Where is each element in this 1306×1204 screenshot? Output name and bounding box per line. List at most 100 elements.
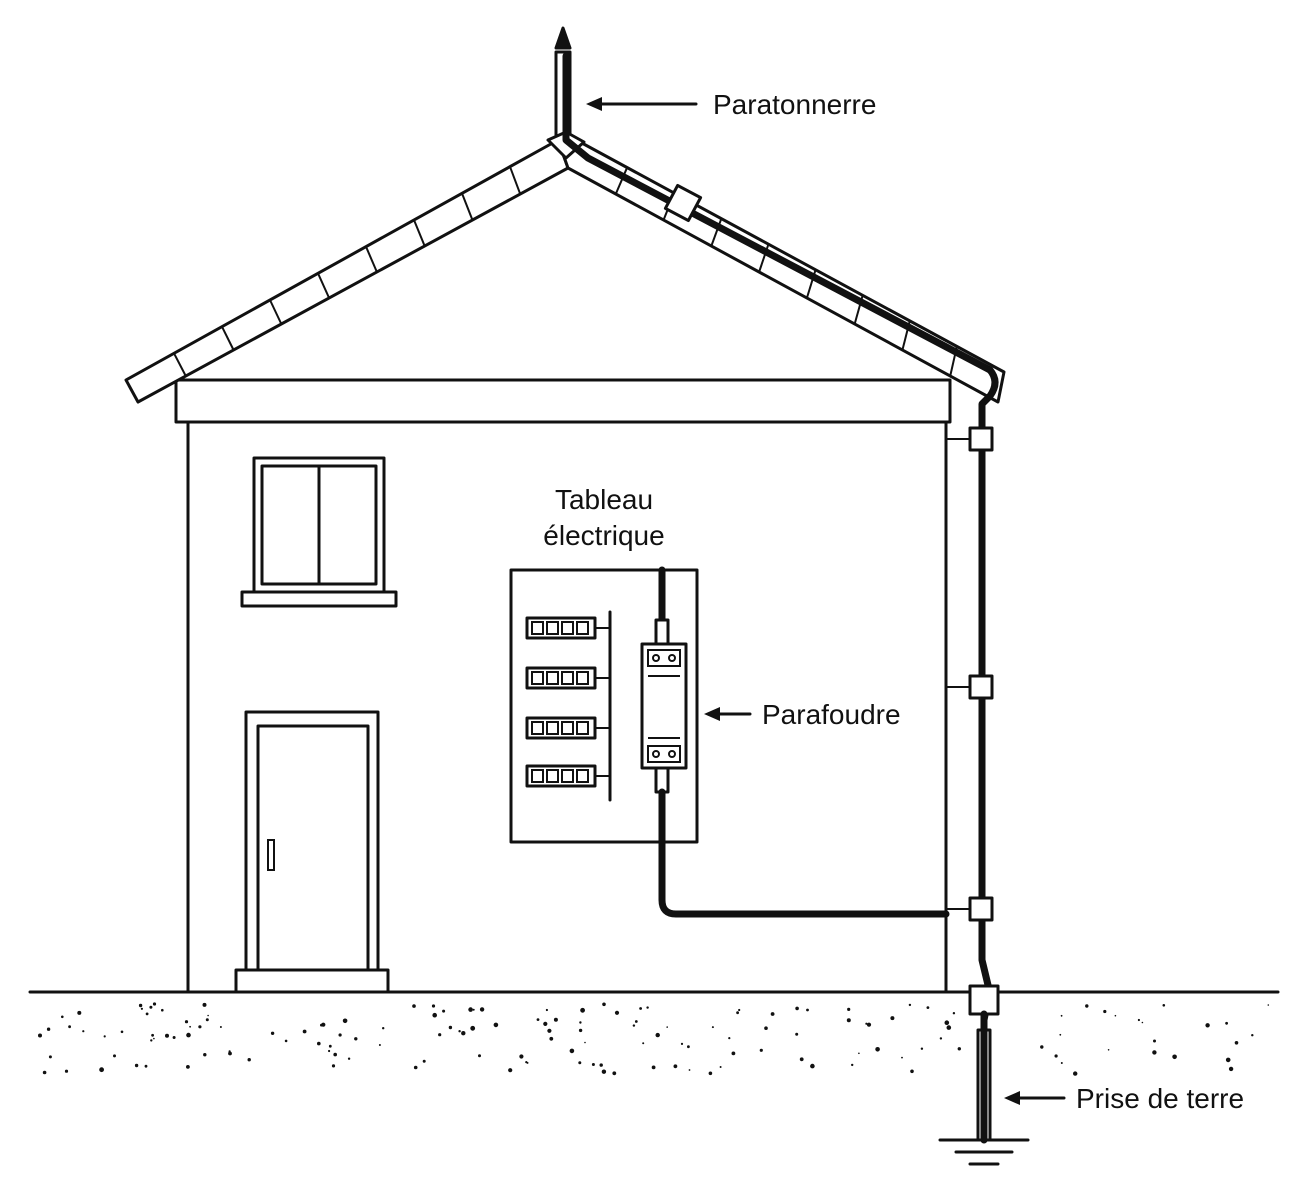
soil-speck <box>1251 1034 1254 1037</box>
soil-speck <box>331 1064 336 1068</box>
door-step <box>234 968 390 994</box>
breaker-switch <box>561 721 574 735</box>
soil-speck <box>851 1063 854 1067</box>
soil-speck <box>632 1024 636 1027</box>
breaker-switch <box>576 671 589 685</box>
soil-speck <box>687 1045 690 1049</box>
soil-speck <box>203 1053 207 1057</box>
soil-speck <box>579 1021 582 1024</box>
soil-speck <box>151 1033 155 1037</box>
ground <box>28 990 1280 1076</box>
conductor-clamp-3 <box>968 896 994 922</box>
soil-speck <box>144 1064 148 1068</box>
breaker-switch <box>546 769 559 783</box>
soil-speck <box>795 1006 799 1011</box>
roof-conductor-clamp <box>663 183 703 223</box>
soil-speck <box>719 1066 722 1068</box>
soil-speck <box>113 1054 116 1058</box>
soil-speck <box>946 1025 952 1030</box>
soil-speck <box>688 1069 691 1071</box>
soil-speck <box>153 1037 155 1040</box>
roof-tile-joint <box>365 246 378 273</box>
soil-speck <box>642 1042 645 1045</box>
soil-speck <box>944 1020 950 1025</box>
soil-speck <box>1114 1014 1117 1017</box>
soil-speck <box>302 1029 307 1034</box>
soil-speck <box>547 1028 552 1033</box>
label-tableau: Tableau électrique <box>543 484 664 551</box>
soil-speck <box>48 1055 52 1059</box>
roof-conductor <box>562 52 994 374</box>
soil-speck <box>470 1025 476 1031</box>
soil-speck <box>134 1063 139 1068</box>
soil-speck <box>612 1071 617 1076</box>
test-joint-box <box>968 984 1000 1016</box>
screw-1 <box>652 654 660 662</box>
down-conductor <box>978 366 999 1024</box>
soil-speck <box>1205 1023 1210 1028</box>
breaker-switch <box>576 769 589 783</box>
soil-speck <box>866 1022 872 1027</box>
soil-speck <box>284 1039 288 1043</box>
soil-speck <box>738 1008 741 1012</box>
soil-speck <box>138 1003 143 1008</box>
breaker-row <box>525 666 610 690</box>
surge-top-terminal <box>654 618 670 646</box>
surge-protector-label: Parafoudre <box>762 699 901 730</box>
conductor-clamp-1 <box>968 426 994 452</box>
door-handle <box>267 839 275 871</box>
soil-speck <box>920 1047 924 1050</box>
soil-speck <box>120 1030 124 1034</box>
soil-speck <box>926 1006 930 1009</box>
breaker-switch <box>531 721 544 735</box>
arrow-left-icon <box>586 97 602 111</box>
soil-speck <box>543 1021 548 1026</box>
roof-tiles <box>173 166 958 377</box>
soil-speck <box>614 1010 620 1015</box>
roof-tile-joint <box>317 272 331 299</box>
soil-speck <box>219 1026 222 1028</box>
soil-speck <box>448 1025 453 1030</box>
lightning-protection-system <box>546 26 1030 1166</box>
soil-speck <box>584 1041 586 1044</box>
breaker-switch <box>531 621 544 635</box>
soil-speck <box>472 1008 475 1011</box>
soil-speck <box>569 1048 575 1054</box>
soil-speck <box>673 1064 678 1069</box>
soil-speck <box>553 1017 558 1022</box>
soil-speck <box>172 1036 176 1039</box>
soil-speck <box>413 1065 418 1070</box>
soil-speck <box>1172 1054 1177 1060</box>
lightning-rod-label: Paratonnerre <box>713 89 876 120</box>
soil-speck <box>412 1004 416 1008</box>
soil-speck <box>493 1022 499 1028</box>
roof-tile-joint <box>173 352 187 377</box>
soil-speck <box>795 1032 799 1036</box>
breaker-switch <box>531 769 544 783</box>
soil-speck <box>875 1047 880 1052</box>
soil-speck <box>580 1007 585 1013</box>
soil-speck <box>184 1020 189 1024</box>
breaker-rows <box>525 616 610 788</box>
breaker-switch <box>576 721 589 735</box>
soil-speck <box>46 1027 51 1031</box>
soil-speck <box>1059 1033 1062 1036</box>
surge-bottom-terminal <box>654 766 670 794</box>
soil-speck <box>858 1052 860 1055</box>
soil-speck <box>536 1018 540 1021</box>
soil-speck <box>1060 1014 1063 1017</box>
soil-speck <box>1060 1062 1063 1064</box>
soil-speck <box>458 1030 461 1033</box>
soil-speck <box>770 1012 775 1016</box>
electrical-panel <box>509 566 950 918</box>
soil-speck <box>1162 1004 1166 1007</box>
label-prise-de-terre: Prise de terre <box>1004 1083 1244 1114</box>
surge-bottom-screws <box>647 745 681 763</box>
roof-tile-joint <box>269 299 283 325</box>
breaker-switch <box>576 621 589 635</box>
soil-speck <box>270 1031 275 1036</box>
soil-speck <box>228 1051 232 1056</box>
soil-speck <box>1153 1039 1156 1043</box>
soil-speck <box>1267 1004 1270 1006</box>
